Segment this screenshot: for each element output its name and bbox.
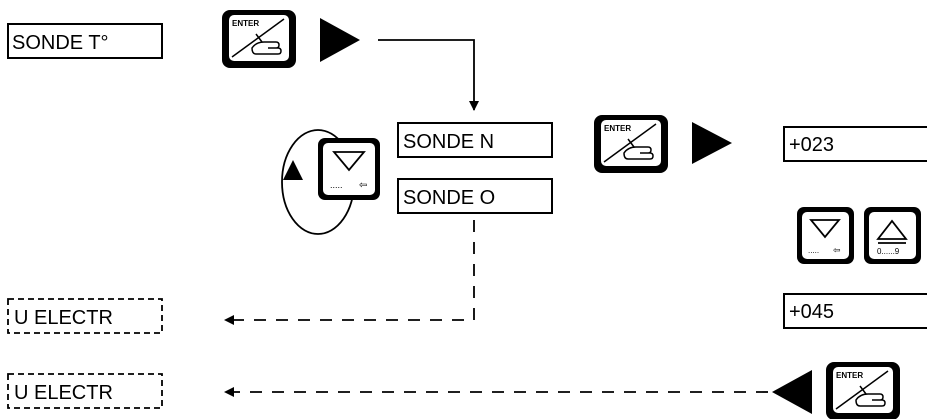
down-key-2-hint: ..... <box>808 246 819 255</box>
arrow-left-icon <box>772 370 812 414</box>
enter-key-2[interactable]: ENTER <box>593 114 669 174</box>
down-key-2[interactable]: ..... ⇦ <box>797 207 854 264</box>
sonde-n-label: SONDE N <box>403 131 494 153</box>
u-electr-box-1 <box>7 298 163 334</box>
down-triangle-icon <box>809 219 841 239</box>
enter-key-1-label: ENTER <box>232 19 259 28</box>
u-electr-label-2: U ELECTR <box>14 382 113 404</box>
back-arrow-icon-1: ⇦ <box>359 180 367 191</box>
arrow-right-icon-1 <box>320 18 360 62</box>
cycle-arrow-icon <box>283 160 303 180</box>
up-triangle-icon <box>876 219 908 240</box>
value-1-label: +023 <box>789 134 834 156</box>
sonde-n-box <box>397 122 553 158</box>
enter-key-3[interactable]: ENTER <box>825 361 901 419</box>
value-box-2 <box>783 293 927 329</box>
sonde-o-box <box>397 178 553 214</box>
sonde-t-label: SONDE T° <box>12 32 109 54</box>
u-electr-box-2 <box>7 373 163 409</box>
enter-key-2-label: ENTER <box>604 124 631 133</box>
enter-key-3-label: ENTER <box>836 371 863 380</box>
back-arrow-icon-2: ⇦ <box>833 245 841 255</box>
value-box-1 <box>783 126 927 162</box>
connector-line-1 <box>378 39 479 111</box>
up-key-hint: 0......9 <box>877 247 900 256</box>
u-electr-label-1: U ELECTR <box>14 307 113 329</box>
down-key-1-hint: ..... <box>330 180 343 190</box>
sonde-t-box <box>7 23 163 59</box>
arrow-right-icon-2 <box>692 122 732 164</box>
dashed-connector-1 <box>224 220 475 325</box>
enter-key-1[interactable]: ENTER <box>221 9 297 69</box>
value-2-label: +045 <box>789 301 834 323</box>
sonde-o-label: SONDE O <box>403 187 495 209</box>
down-key-1[interactable]: ..... ⇦ <box>318 138 380 200</box>
down-triangle-icon <box>332 151 366 172</box>
up-key[interactable]: 0......9 <box>864 207 921 264</box>
